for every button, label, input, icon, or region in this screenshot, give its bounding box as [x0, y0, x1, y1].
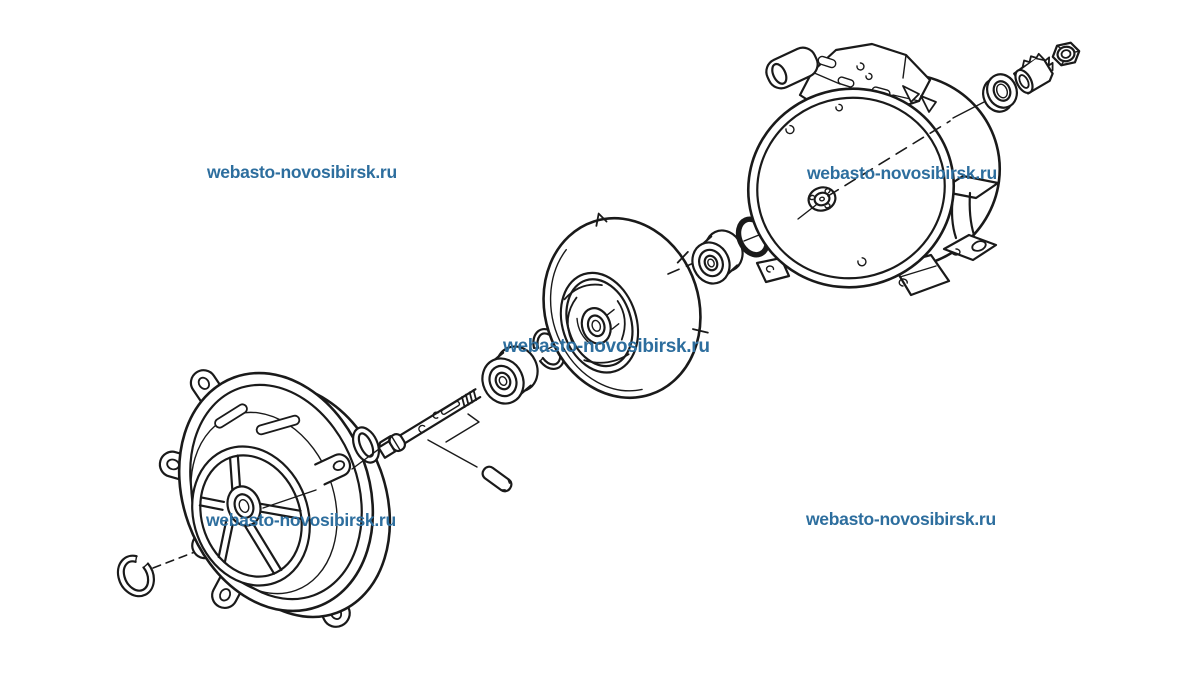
- watermark-center: webasto-novosibirsk.ru: [503, 336, 710, 357]
- rear-bearing-part: [691, 229, 744, 285]
- fan-shaft-part: [351, 388, 482, 470]
- bearing-bracket-part: [158, 369, 392, 628]
- leader-dashed-line: [827, 120, 951, 197]
- watermark-bottom-right: webasto-novosibirsk.ru: [806, 509, 996, 529]
- motor-part: [746, 42, 1002, 297]
- hex-nut-part: [1051, 41, 1081, 67]
- watermark-top-right: webasto-novosibirsk.ru: [807, 163, 997, 183]
- snap-ring-part: [116, 554, 155, 598]
- watermark-top-left: webasto-novosibirsk.ru: [207, 162, 397, 182]
- leader-dashed-line: [152, 544, 214, 569]
- impeller-part: [541, 212, 709, 400]
- watermark-bottom-left: webasto-novosibirsk.ru: [206, 510, 396, 530]
- leader-line: [445, 413, 480, 443]
- flat-washer-part: [982, 73, 1018, 113]
- leader-line: [262, 489, 317, 509]
- leader-line: [797, 204, 817, 220]
- front-bearing-part: [481, 345, 539, 405]
- splined-coupler-part: [1013, 52, 1054, 95]
- leader-line: [427, 439, 478, 468]
- key-pin-part: [481, 465, 513, 493]
- leader-line: [952, 100, 987, 119]
